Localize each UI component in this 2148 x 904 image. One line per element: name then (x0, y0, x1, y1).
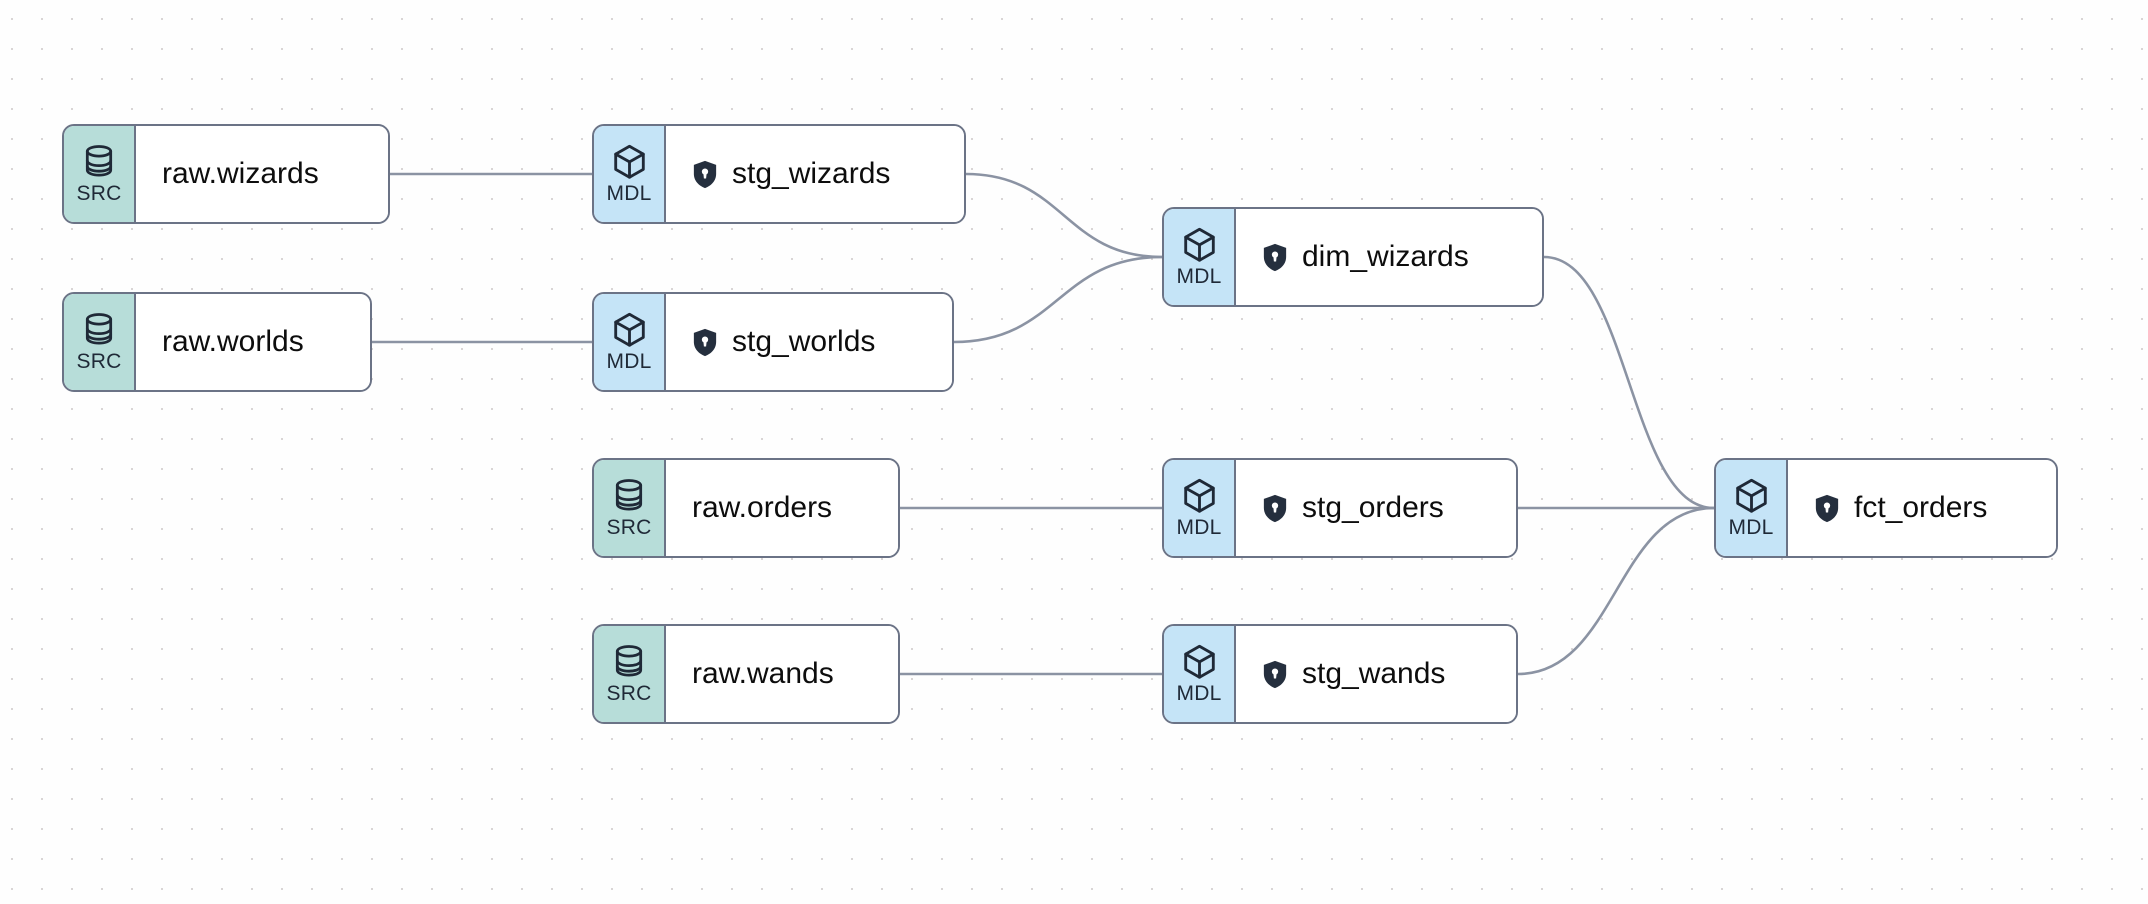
node-badge-src: SRC (64, 126, 136, 222)
node-dim_wizards[interactable]: MDL dim_wizards (1162, 207, 1544, 307)
node-stg_orders[interactable]: MDL stg_orders (1162, 458, 1518, 558)
node-badge-label: MDL (606, 350, 652, 373)
node-badge-mdl: MDL (1716, 460, 1788, 556)
cube-icon (1181, 477, 1218, 516)
cube-icon (1181, 226, 1218, 265)
node-badge-mdl: MDL (594, 126, 666, 222)
node-body: raw.wands (666, 626, 898, 722)
node-badge-label: SRC (606, 515, 652, 539)
node-label: dim_wizards (1302, 240, 1469, 273)
node-badge-mdl: MDL (1164, 460, 1236, 556)
node-body: raw.wizards (136, 126, 388, 222)
node-raw_worlds[interactable]: SRC raw.worlds (62, 292, 372, 392)
node-body: raw.worlds (136, 294, 370, 390)
node-label: raw.wands (692, 657, 834, 690)
shield-lock-icon (692, 160, 718, 189)
node-label: stg_worlds (732, 325, 876, 358)
edge-stg_worlds-to-dim_wizards[interactable] (952, 255, 1164, 344)
node-badge-label: SRC (76, 181, 122, 205)
node-label: raw.orders (692, 491, 833, 524)
node-badge-label: MDL (1176, 516, 1222, 539)
node-label: stg_orders (1302, 491, 1444, 524)
node-badge-label: SRC (606, 681, 652, 705)
node-badge-label: SRC (76, 349, 122, 373)
node-stg_worlds[interactable]: MDL stg_worlds (592, 292, 954, 392)
node-raw_orders[interactable]: SRC raw.orders (592, 458, 900, 558)
node-raw_wands[interactable]: SRC raw.wands (592, 624, 900, 724)
node-body: stg_orders (1236, 460, 1516, 556)
node-label: stg_wizards (732, 157, 891, 190)
shield-lock-icon (1262, 494, 1288, 523)
node-body: stg_worlds (666, 294, 952, 390)
database-icon (611, 644, 647, 682)
node-body: fct_orders (1788, 460, 2056, 556)
edge-dim_wizards-to-fct_orders[interactable] (1542, 255, 1716, 510)
node-body: stg_wizards (666, 126, 964, 222)
node-raw_wizards[interactable]: SRC raw.wizards (62, 124, 390, 224)
node-badge-mdl: MDL (594, 294, 666, 390)
shield-lock-icon (1262, 660, 1288, 689)
node-label: raw.worlds (162, 325, 304, 358)
node-badge-label: MDL (606, 182, 652, 205)
node-body: raw.orders (666, 460, 898, 556)
node-badge-label: MDL (1728, 516, 1774, 539)
node-badge-mdl: MDL (1164, 626, 1236, 722)
node-stg_wands[interactable]: MDL stg_wands (1162, 624, 1518, 724)
shield-lock-icon (1814, 494, 1840, 523)
database-icon (81, 312, 117, 350)
database-icon (81, 144, 117, 182)
node-body: dim_wizards (1236, 209, 1542, 305)
cube-icon (611, 143, 648, 182)
cube-icon (1733, 477, 1770, 516)
node-body: stg_wands (1236, 626, 1516, 722)
node-label: fct_orders (1854, 491, 1988, 524)
cube-icon (1181, 643, 1218, 682)
node-badge-src: SRC (594, 626, 666, 722)
shield-lock-icon (692, 328, 718, 357)
edge-stg_wizards-to-dim_wizards[interactable] (964, 172, 1164, 259)
node-badge-mdl: MDL (1164, 209, 1236, 305)
node-badge-src: SRC (64, 294, 136, 390)
cube-icon (611, 311, 648, 350)
node-fct_orders[interactable]: MDL fct_orders (1714, 458, 2058, 558)
node-label: stg_wands (1302, 657, 1446, 690)
shield-lock-icon (1262, 243, 1288, 272)
node-stg_wizards[interactable]: MDL stg_wizards (592, 124, 966, 224)
edge-stg_wands-to-fct_orders[interactable] (1516, 506, 1716, 676)
node-badge-src: SRC (594, 460, 666, 556)
node-badge-label: MDL (1176, 265, 1222, 288)
node-badge-label: MDL (1176, 682, 1222, 705)
node-label: raw.wizards (162, 157, 319, 190)
database-icon (611, 478, 647, 516)
